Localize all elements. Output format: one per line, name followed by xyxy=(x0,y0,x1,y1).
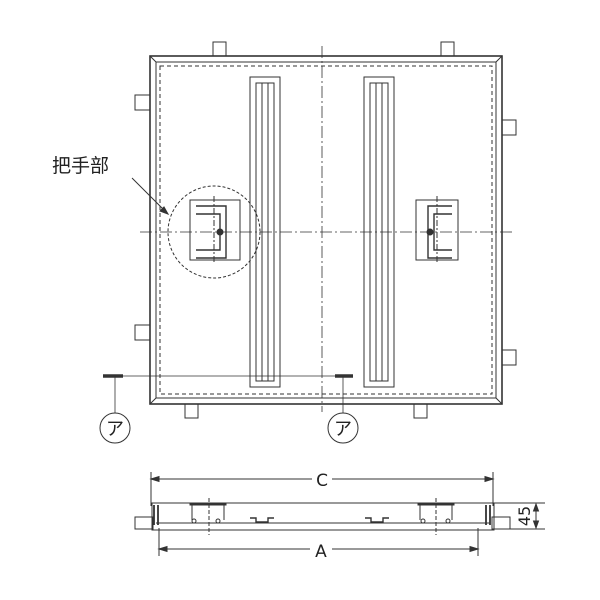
inner-frame xyxy=(155,61,497,399)
anchor-tabs xyxy=(134,41,517,419)
section-view xyxy=(134,472,545,556)
section-mark-left: ア xyxy=(106,419,124,440)
outer-frame xyxy=(149,55,503,405)
section-mark-circle-right xyxy=(327,412,359,444)
cover-dashed-outline xyxy=(159,65,493,395)
label-handle-part: 把手部 xyxy=(52,155,109,177)
section-mark-circle-left xyxy=(99,412,131,444)
dimension-c-label: C xyxy=(316,471,328,491)
section-mark-right: ア xyxy=(334,419,352,440)
dimension-a-label: A xyxy=(315,542,327,562)
dimension-height-label: 45 xyxy=(515,506,534,526)
reinforcement-rail-left xyxy=(249,76,281,388)
corner-line xyxy=(149,55,157,63)
corner-line xyxy=(495,397,503,405)
corner-line xyxy=(149,397,157,405)
handle-detail-circle xyxy=(167,185,261,279)
reinforcement-rail-right xyxy=(363,76,395,388)
leader-arrow xyxy=(131,177,169,215)
handle-right xyxy=(415,196,459,264)
plan-view xyxy=(99,41,517,444)
handle-left xyxy=(189,196,241,264)
corner-line xyxy=(495,55,503,63)
